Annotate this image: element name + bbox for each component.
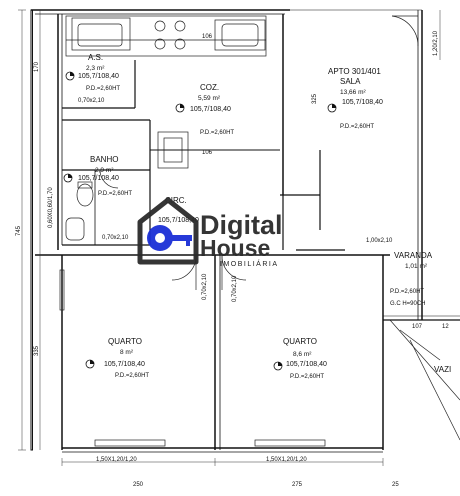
opening-quarto1-door: 0,70x2,10 [202, 273, 208, 300]
house-logo-icon [137, 197, 199, 265]
opening-quarto2-door: 0,70x2,10 [232, 275, 238, 302]
dim-door-top: 106 [202, 34, 213, 40]
room-area: 1,01 m² [405, 263, 428, 270]
dim-bottom-right: 25 [392, 482, 399, 488]
opening-window-q1: 1,50X1,20/1,20 [96, 457, 137, 463]
room-varanda: VARANDA 1,01 m² P.D.=2,60HT G.C H=90CH [390, 251, 433, 307]
level-marker-quarto1 [85, 359, 95, 369]
dim-varanda: 107 [412, 324, 423, 330]
room-area: 5,59 m² [198, 95, 221, 102]
room-area: 8 m² [120, 349, 134, 356]
logo-word-house: House [200, 235, 270, 261]
room-pd: P.D.=2,60HT [86, 86, 120, 92]
dim-door-mid: 106 [202, 150, 213, 156]
level-marker-banho [63, 173, 73, 183]
room-banho: BANHO 2,9 m² 105,7/108,40 P.D.=2,60HT [78, 155, 132, 197]
room-pd: P.D.=2,60HT [390, 289, 424, 295]
dim-bottom-left: 250 [133, 482, 144, 488]
dim-left-total: 745 [16, 225, 22, 236]
room-name: CIRC. [165, 196, 187, 205]
room-level: 105,7/108,40 [104, 361, 145, 368]
room-quarto-2: QUARTO 8,6 m² 105,7/108,40 P.D.=2,60HT [283, 337, 327, 380]
dimension-lines [18, 9, 441, 466]
room-pd: P.D.=2,60HT [340, 124, 374, 130]
room-circ: CIRC. 105,7/108,40 [158, 196, 199, 224]
room-pd: P.D.=2,60HT [115, 373, 149, 379]
opening-banho-door: 0,70x2,10 [102, 235, 129, 241]
room-name: A.S. [88, 53, 103, 62]
room-vazio: VAZI [434, 365, 451, 374]
room-pd: P.D.=2,60HT [200, 130, 234, 136]
room-pd: P.D.=2,60HT [290, 374, 324, 380]
opening-as-window: 0,70x2,10 [78, 98, 105, 104]
dimension-labels: 170 745 335 325 1,20/2,10 250 275 25 106… [16, 30, 449, 488]
room-name: COZ. [200, 83, 219, 92]
room-quarto-1: QUARTO 8 m² 105,7/108,40 P.D.=2,60HT [104, 337, 149, 379]
level-marker-coz [175, 103, 185, 113]
level-markers [63, 71, 337, 371]
room-name: APTO 301/401 [328, 67, 381, 76]
room-area: 2,9 m² [95, 167, 114, 174]
dim-varanda-2: 12 [442, 324, 449, 330]
brand-logo: Digital House IMOBILIÁRIA [137, 197, 283, 268]
dim-left-lower: 335 [34, 345, 40, 356]
level-marker-as [65, 71, 75, 81]
room-pd: P.D.=2,60HT [98, 191, 132, 197]
opening-window-q2: 1,50X1,20/1,20 [266, 457, 307, 463]
room-area: 13,66 m² [340, 89, 366, 96]
dim-top-right: 1,20/2,10 [433, 30, 439, 56]
room-name: VARANDA [394, 251, 433, 260]
room-level: 105,7/108,40 [158, 217, 199, 224]
room-name: QUARTO [108, 337, 142, 346]
room-area: 2,3 m² [86, 65, 105, 72]
opening-labels: 0,70x2,10 0,70x2,10 1,00x2,10 1,50X1,20/… [48, 98, 393, 463]
room-level: 105,7/108,40 [78, 73, 119, 80]
level-marker-quarto2 [273, 361, 283, 371]
logo-word-digital: Digital [200, 210, 283, 240]
room-sub: SALA [340, 77, 361, 86]
room-area: 8,6 m² [293, 351, 312, 358]
room-name: BANHO [90, 155, 118, 164]
room-level: 105,7/108,40 [78, 175, 119, 182]
dim-bottom-mid: 275 [292, 482, 303, 488]
room-name: QUARTO [283, 337, 317, 346]
room-level: 105,7/108,40 [342, 99, 383, 106]
room-level: 105,7/108,40 [190, 106, 231, 113]
room-coz: COZ. 5,59 m² 105,7/108,40 P.D.=2,60HT [190, 83, 234, 136]
room-sala: APTO 301/401 SALA 13,66 m² 105,7/108,40 … [328, 67, 383, 130]
dim-top-left: 170 [34, 61, 40, 72]
room-gc: G.C H=90CH [390, 301, 426, 307]
logo-tagline: IMOBILIÁRIA [220, 259, 279, 268]
opening-sala-door: 1,00x2,10 [366, 238, 393, 244]
dim-sala-side: 325 [312, 93, 318, 104]
level-marker-sala [327, 103, 337, 113]
opening-banho-window: 0,60X0,60/1,70 [48, 187, 54, 228]
room-as: A.S. 2,3 m² 105,7/108,40 P.D.=2,60HT [78, 53, 120, 92]
walls [30, 9, 460, 453]
room-level: 105,7/108,40 [286, 361, 327, 368]
